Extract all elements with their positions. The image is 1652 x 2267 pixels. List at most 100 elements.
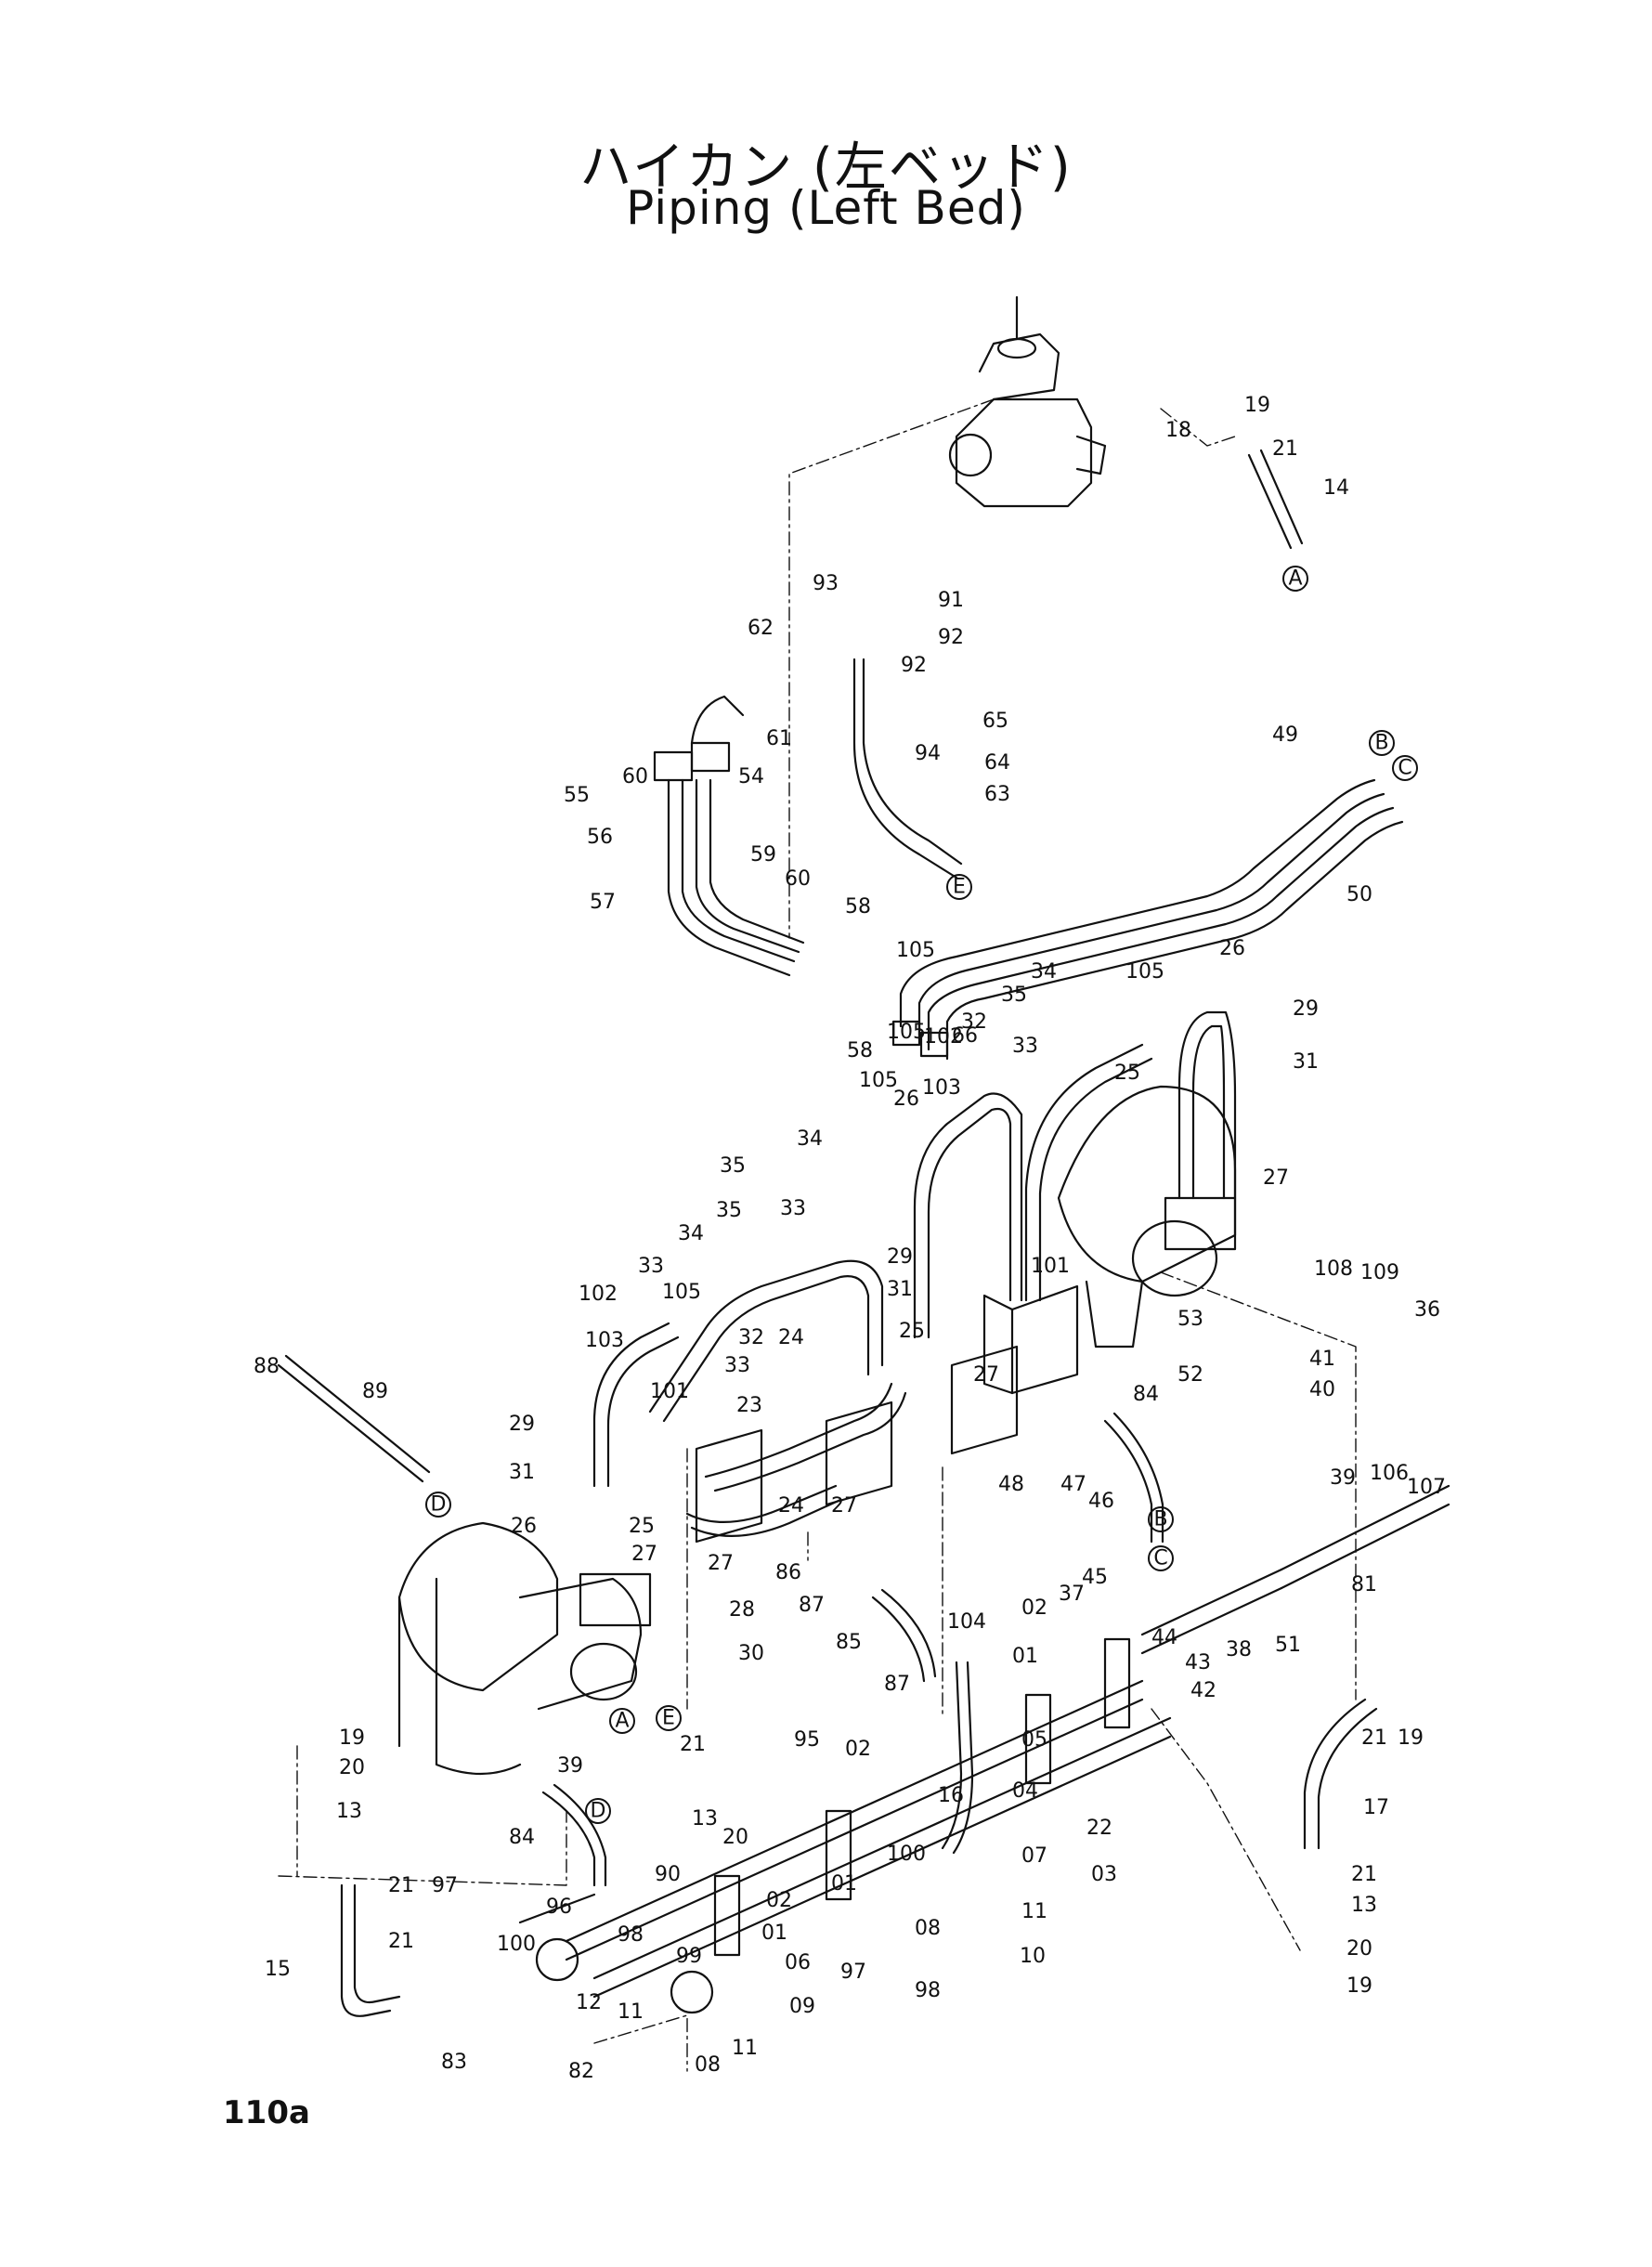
part-label-43: 43 [1185,1651,1211,1674]
part-label-54: 54 [738,765,764,788]
part-label-23: 23 [736,1394,762,1417]
part-label-19a: 19 [1398,1726,1424,1750]
part-label-08a: 08 [915,1917,941,1940]
part-label-39b: 39 [557,1754,583,1778]
hose-89 [277,1354,431,1483]
part-label-21b: 21 [1351,1863,1377,1886]
left-port-assembly [397,1521,643,1776]
part-label-32a: 32 [961,1010,987,1034]
part-label-98b: 98 [618,1923,644,1947]
connector-e-bottom: E [662,1707,675,1730]
part-label-27e: 27 [708,1552,734,1575]
part-label-21: 21 [1272,437,1298,461]
part-label-102a: 102 [924,1025,963,1049]
part-label-52: 52 [1177,1363,1203,1387]
part-label-29c: 29 [509,1413,535,1436]
part-label-34a: 34 [1031,960,1057,984]
part-label-13c: 13 [336,1800,362,1823]
connector-letters: A B C E D B C A E D [431,567,1412,1823]
part-label-01a: 01 [1012,1645,1038,1668]
part-label-26c: 26 [511,1515,537,1538]
hose-15 [340,1883,401,2017]
part-label-21e: 21 [388,1930,414,1953]
part-label-66: 66 [952,1024,978,1048]
part-label-100b: 100 [497,1933,536,1956]
part-label-17: 17 [1363,1796,1389,1819]
part-label-87a: 87 [799,1594,825,1617]
part-label-22: 22 [1086,1817,1112,1840]
part-label-99: 99 [676,1945,702,1968]
part-label-45: 45 [1082,1566,1108,1589]
part-label-59: 59 [750,843,776,866]
part-label-101b: 101 [650,1380,689,1403]
title-english: Piping (Left Bed) [626,181,1026,235]
hose-14 [1247,449,1304,550]
part-label-46: 46 [1088,1490,1114,1513]
part-label-29a: 29 [1293,997,1319,1021]
part-label-24a: 24 [778,1326,804,1349]
part-label-91: 91 [938,589,964,612]
part-label-105d: 105 [859,1069,898,1092]
part-label-97a: 97 [840,1961,866,1984]
center-pipes-26-32 [913,1010,1237,1339]
part-label-27c: 27 [831,1494,857,1518]
part-label-48: 48 [998,1473,1024,1496]
part-label-92a: 92 [938,626,964,649]
part-label-19c: 19 [339,1726,365,1750]
part-label-20b: 20 [722,1826,748,1849]
part-label-50: 50 [1346,883,1372,906]
part-label-60a: 60 [622,765,648,788]
part-label-62: 62 [748,617,774,640]
part-label-31b: 31 [887,1278,913,1301]
part-label-82: 82 [568,2060,594,2083]
connector-c-mid: C [1153,1547,1167,1570]
part-label-11b: 11 [732,2037,758,2060]
part-label-32b: 32 [738,1326,764,1349]
part-label-35a: 35 [1001,984,1027,1007]
part-label-18: 18 [1165,419,1191,442]
part-label-84b: 84 [509,1826,535,1849]
part-label-103b: 103 [585,1329,624,1352]
hose-84-upper [1103,1412,1164,1544]
hose-17 [1303,1698,1378,1850]
part-label-41: 41 [1309,1348,1335,1371]
part-label-88: 88 [254,1355,280,1378]
part-label-12: 12 [576,1991,602,2014]
part-label-61: 61 [766,727,792,750]
part-label-16: 16 [938,1784,964,1807]
part-label-26a: 26 [1219,937,1245,960]
part-label-87b: 87 [884,1673,910,1696]
part-label-25a: 25 [1114,1062,1140,1085]
part-label-21d: 21 [388,1874,414,1897]
part-label-08b: 08 [695,2053,721,2077]
part-label-11a: 11 [1021,1900,1047,1923]
part-label-83: 83 [441,2051,467,2074]
hose-94 [852,658,963,879]
part-label-24b: 24 [778,1494,804,1518]
connector-b-top: B [1374,732,1388,755]
part-label-53: 53 [1177,1308,1203,1331]
part-label-27a: 27 [1263,1166,1289,1190]
part-label-13b: 13 [692,1807,718,1831]
part-label-27b: 27 [973,1363,999,1387]
part-label-89: 89 [362,1380,388,1403]
part-label-33c: 33 [638,1255,664,1278]
part-label-33a: 33 [1012,1035,1038,1058]
part-label-51: 51 [1275,1634,1301,1657]
cylinders [535,1637,1131,2014]
part-label-27d: 27 [631,1543,657,1566]
part-label-19: 19 [1244,394,1270,417]
part-label-04: 04 [1012,1779,1038,1803]
part-label-25c: 25 [629,1515,655,1538]
part-label-40: 40 [1309,1378,1335,1401]
part-label-20c: 20 [339,1756,365,1779]
part-label-102b: 102 [579,1283,618,1306]
part-label-101a: 101 [1031,1255,1070,1278]
part-label-39a: 39 [1330,1466,1356,1490]
part-label-01b: 01 [831,1872,857,1896]
title-japanese: ハイカン (左ベッド) [579,137,1073,198]
part-label-90: 90 [655,1863,681,1886]
page-number: 110a [223,2094,310,2131]
part-label-58a: 58 [845,895,871,919]
